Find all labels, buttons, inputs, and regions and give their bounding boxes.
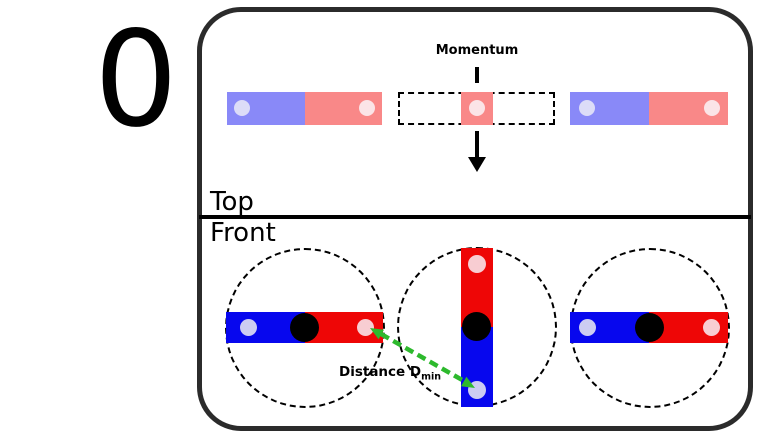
front-right-rotor — [570, 312, 728, 343]
south-marker-dot — [468, 255, 486, 273]
distance-label-subscript: min — [421, 371, 442, 383]
north-marker-dot — [579, 100, 595, 116]
front-view-label: Front — [210, 218, 276, 248]
south-marker-dot — [704, 100, 720, 116]
top-view-center-slot-outline — [398, 92, 555, 125]
pivot-dot — [462, 312, 491, 341]
north-marker-dot — [468, 381, 486, 399]
pivot-dot — [635, 313, 664, 342]
pivot-dot — [290, 313, 319, 342]
top-view-right-magnet — [570, 92, 728, 125]
front-left-rotor — [226, 312, 383, 343]
top-view-left-magnet — [227, 92, 382, 125]
south-marker-dot — [359, 100, 375, 116]
frame-index-label: 0 — [94, 3, 178, 157]
magnet-core-red — [461, 92, 493, 125]
distance-label-text: Distance D — [339, 364, 422, 380]
distance-label: Distance Dmin — [339, 364, 441, 383]
north-marker-dot — [234, 100, 250, 116]
north-marker-dot — [579, 319, 596, 336]
south-marker-dot — [469, 100, 485, 116]
momentum-line-segment — [475, 67, 479, 83]
north-marker-dot — [240, 319, 257, 336]
momentum-arrow-head-icon — [468, 157, 486, 172]
momentum-arrow-shaft — [475, 131, 479, 158]
south-marker-dot — [357, 319, 374, 336]
momentum-label: Momentum — [435, 43, 519, 58]
south-marker-dot — [703, 319, 720, 336]
front-center-rotor — [461, 248, 493, 407]
section-divider — [199, 215, 751, 219]
top-view-label: Top — [210, 187, 254, 217]
